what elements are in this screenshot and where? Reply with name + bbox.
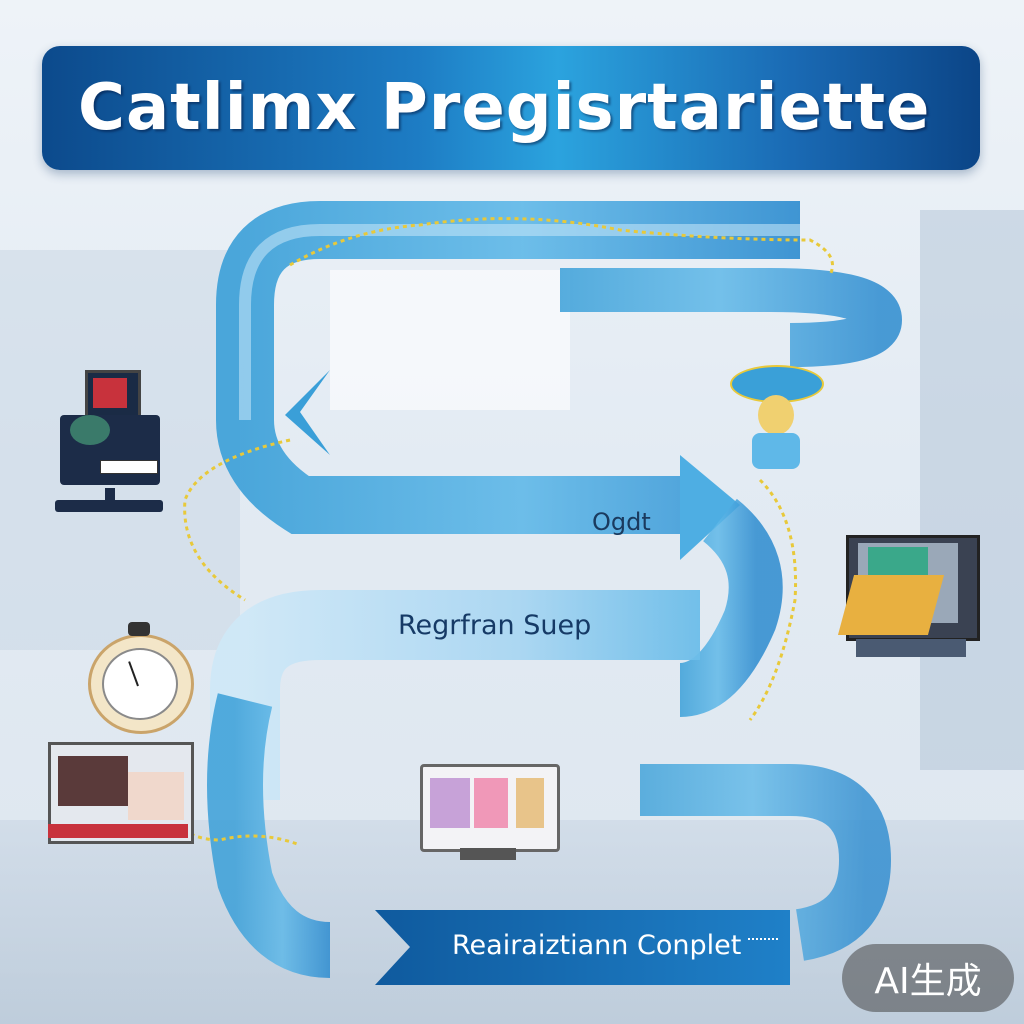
flow-arrow-right-swoop — [677, 498, 783, 717]
character-icon — [730, 355, 830, 475]
watermark-text: AI生成 — [874, 961, 982, 1002]
sparkle-icon — [748, 938, 778, 950]
monitor-icon — [55, 370, 165, 515]
flow-arrow-step-band — [210, 590, 700, 800]
flow-arrow-bottom-loop — [207, 693, 332, 978]
title-banner: Catlimx Pregisrtariette — [42, 46, 980, 170]
stopwatch-icon — [88, 622, 194, 734]
flow-arrow-top-right-hook — [560, 268, 903, 367]
step-label-ogdt: Ogdt — [592, 508, 651, 536]
background-panel-right — [920, 210, 1024, 770]
web-page-icon — [420, 764, 560, 862]
ai-generated-watermark: AI生成 — [842, 944, 1014, 1012]
flow-arrowhead-middle — [680, 455, 740, 560]
step-label-registration: Regrfran Suep — [398, 610, 592, 641]
page-title: Catlimx Pregisrtariette — [78, 71, 931, 145]
flow-arrow-bottom-right-loop — [640, 764, 892, 961]
computer-icon — [837, 535, 980, 660]
flow-arrow-top-highlight — [239, 224, 800, 420]
dotted-guide-bottom — [148, 759, 301, 847]
dotted-guide-right — [748, 478, 798, 721]
background-window — [330, 270, 570, 410]
laptop-icon — [48, 742, 194, 844]
flow-arrowhead-top-left — [285, 370, 330, 455]
step-label-complete: Reairaiztiann Conplet — [452, 930, 742, 961]
completion-ribbon — [375, 910, 790, 985]
dotted-guide-left — [183, 438, 291, 602]
dotted-guide-top — [289, 217, 834, 276]
